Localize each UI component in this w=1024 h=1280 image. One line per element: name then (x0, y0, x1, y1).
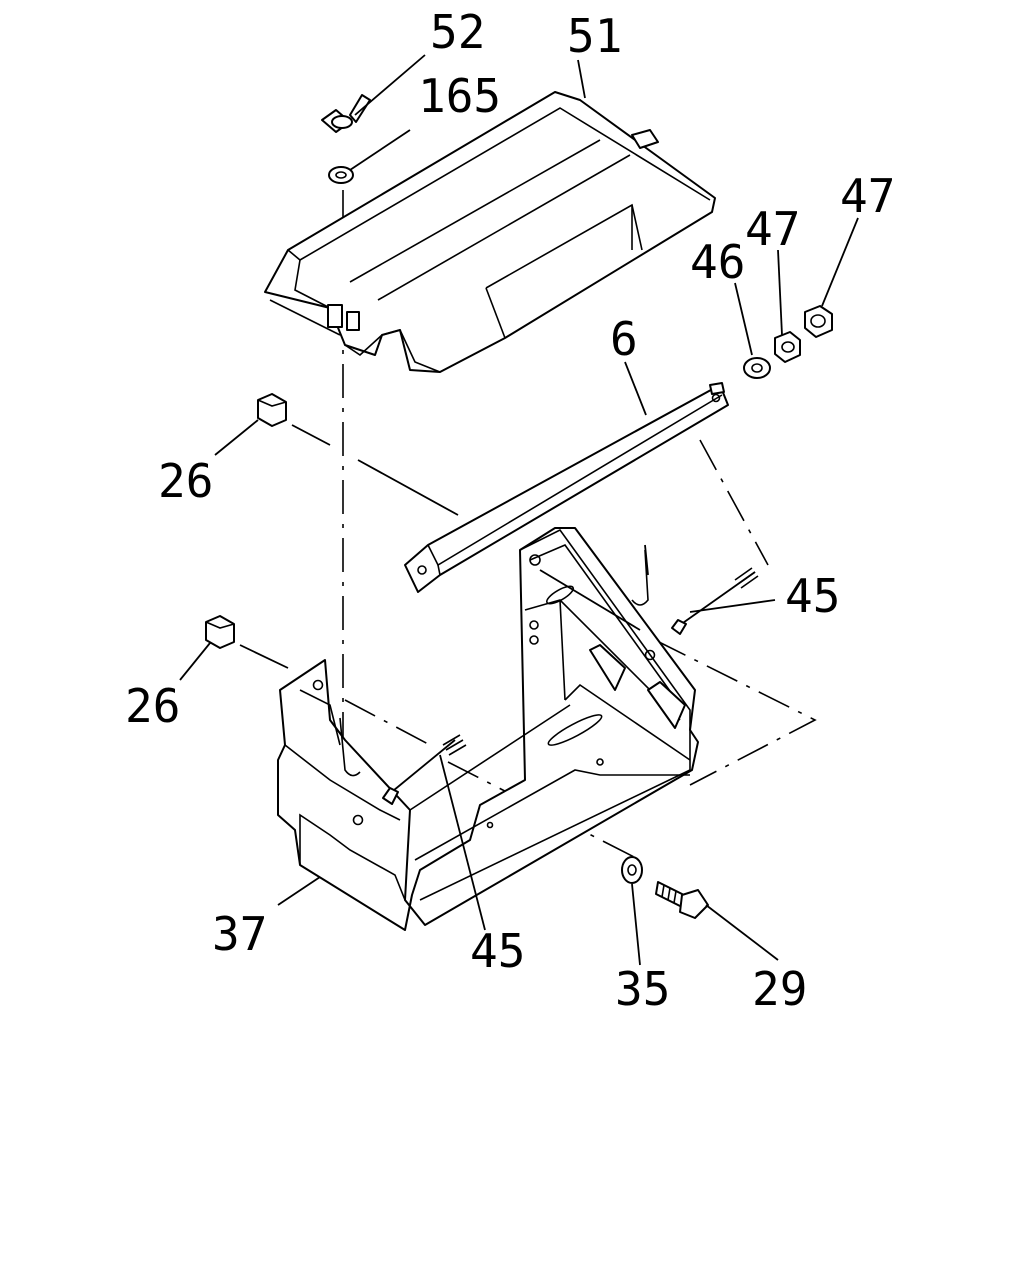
battery-tray (277, 527, 699, 931)
nut-lower-left (205, 615, 235, 649)
hold-down-bar (404, 382, 729, 593)
label-bolt: 29 (752, 962, 807, 1016)
label-cover: 51 (567, 9, 622, 63)
leader-lines (179, 54, 859, 966)
label-nut-right-inner: 47 (745, 202, 800, 256)
battery-cover (264, 91, 716, 373)
wing-nut (321, 94, 371, 133)
label-washer-bottom: 35 (615, 962, 670, 1016)
part-labels: 52 165 51 46 47 47 6 26 26 45 37 45 35 2… (125, 5, 895, 1016)
label-nut-upper-left: 26 (158, 454, 213, 508)
label-nut-lower-left: 26 (125, 679, 180, 733)
washer-bottom (621, 856, 643, 884)
label-rod-right: 45 (785, 569, 840, 623)
label-nut-right-outer: 47 (840, 169, 895, 223)
label-rod-left: 45 (470, 924, 525, 978)
nut-right-outer (804, 305, 833, 338)
j-rod-left (339, 717, 467, 805)
j-rod-right (539, 544, 759, 635)
bolt (655, 881, 709, 919)
label-wing-nut: 52 (430, 5, 485, 59)
nut-upper-left (257, 393, 287, 427)
label-washer-right: 46 (690, 235, 745, 289)
top-washer (328, 166, 354, 184)
label-tray: 37 (212, 907, 267, 961)
nut-right-inner (774, 331, 801, 363)
label-hold-down-bar: 6 (610, 312, 638, 366)
label-top-washer: 165 (418, 69, 501, 123)
assembly-centerlines (342, 190, 817, 861)
washer-right (743, 357, 771, 379)
